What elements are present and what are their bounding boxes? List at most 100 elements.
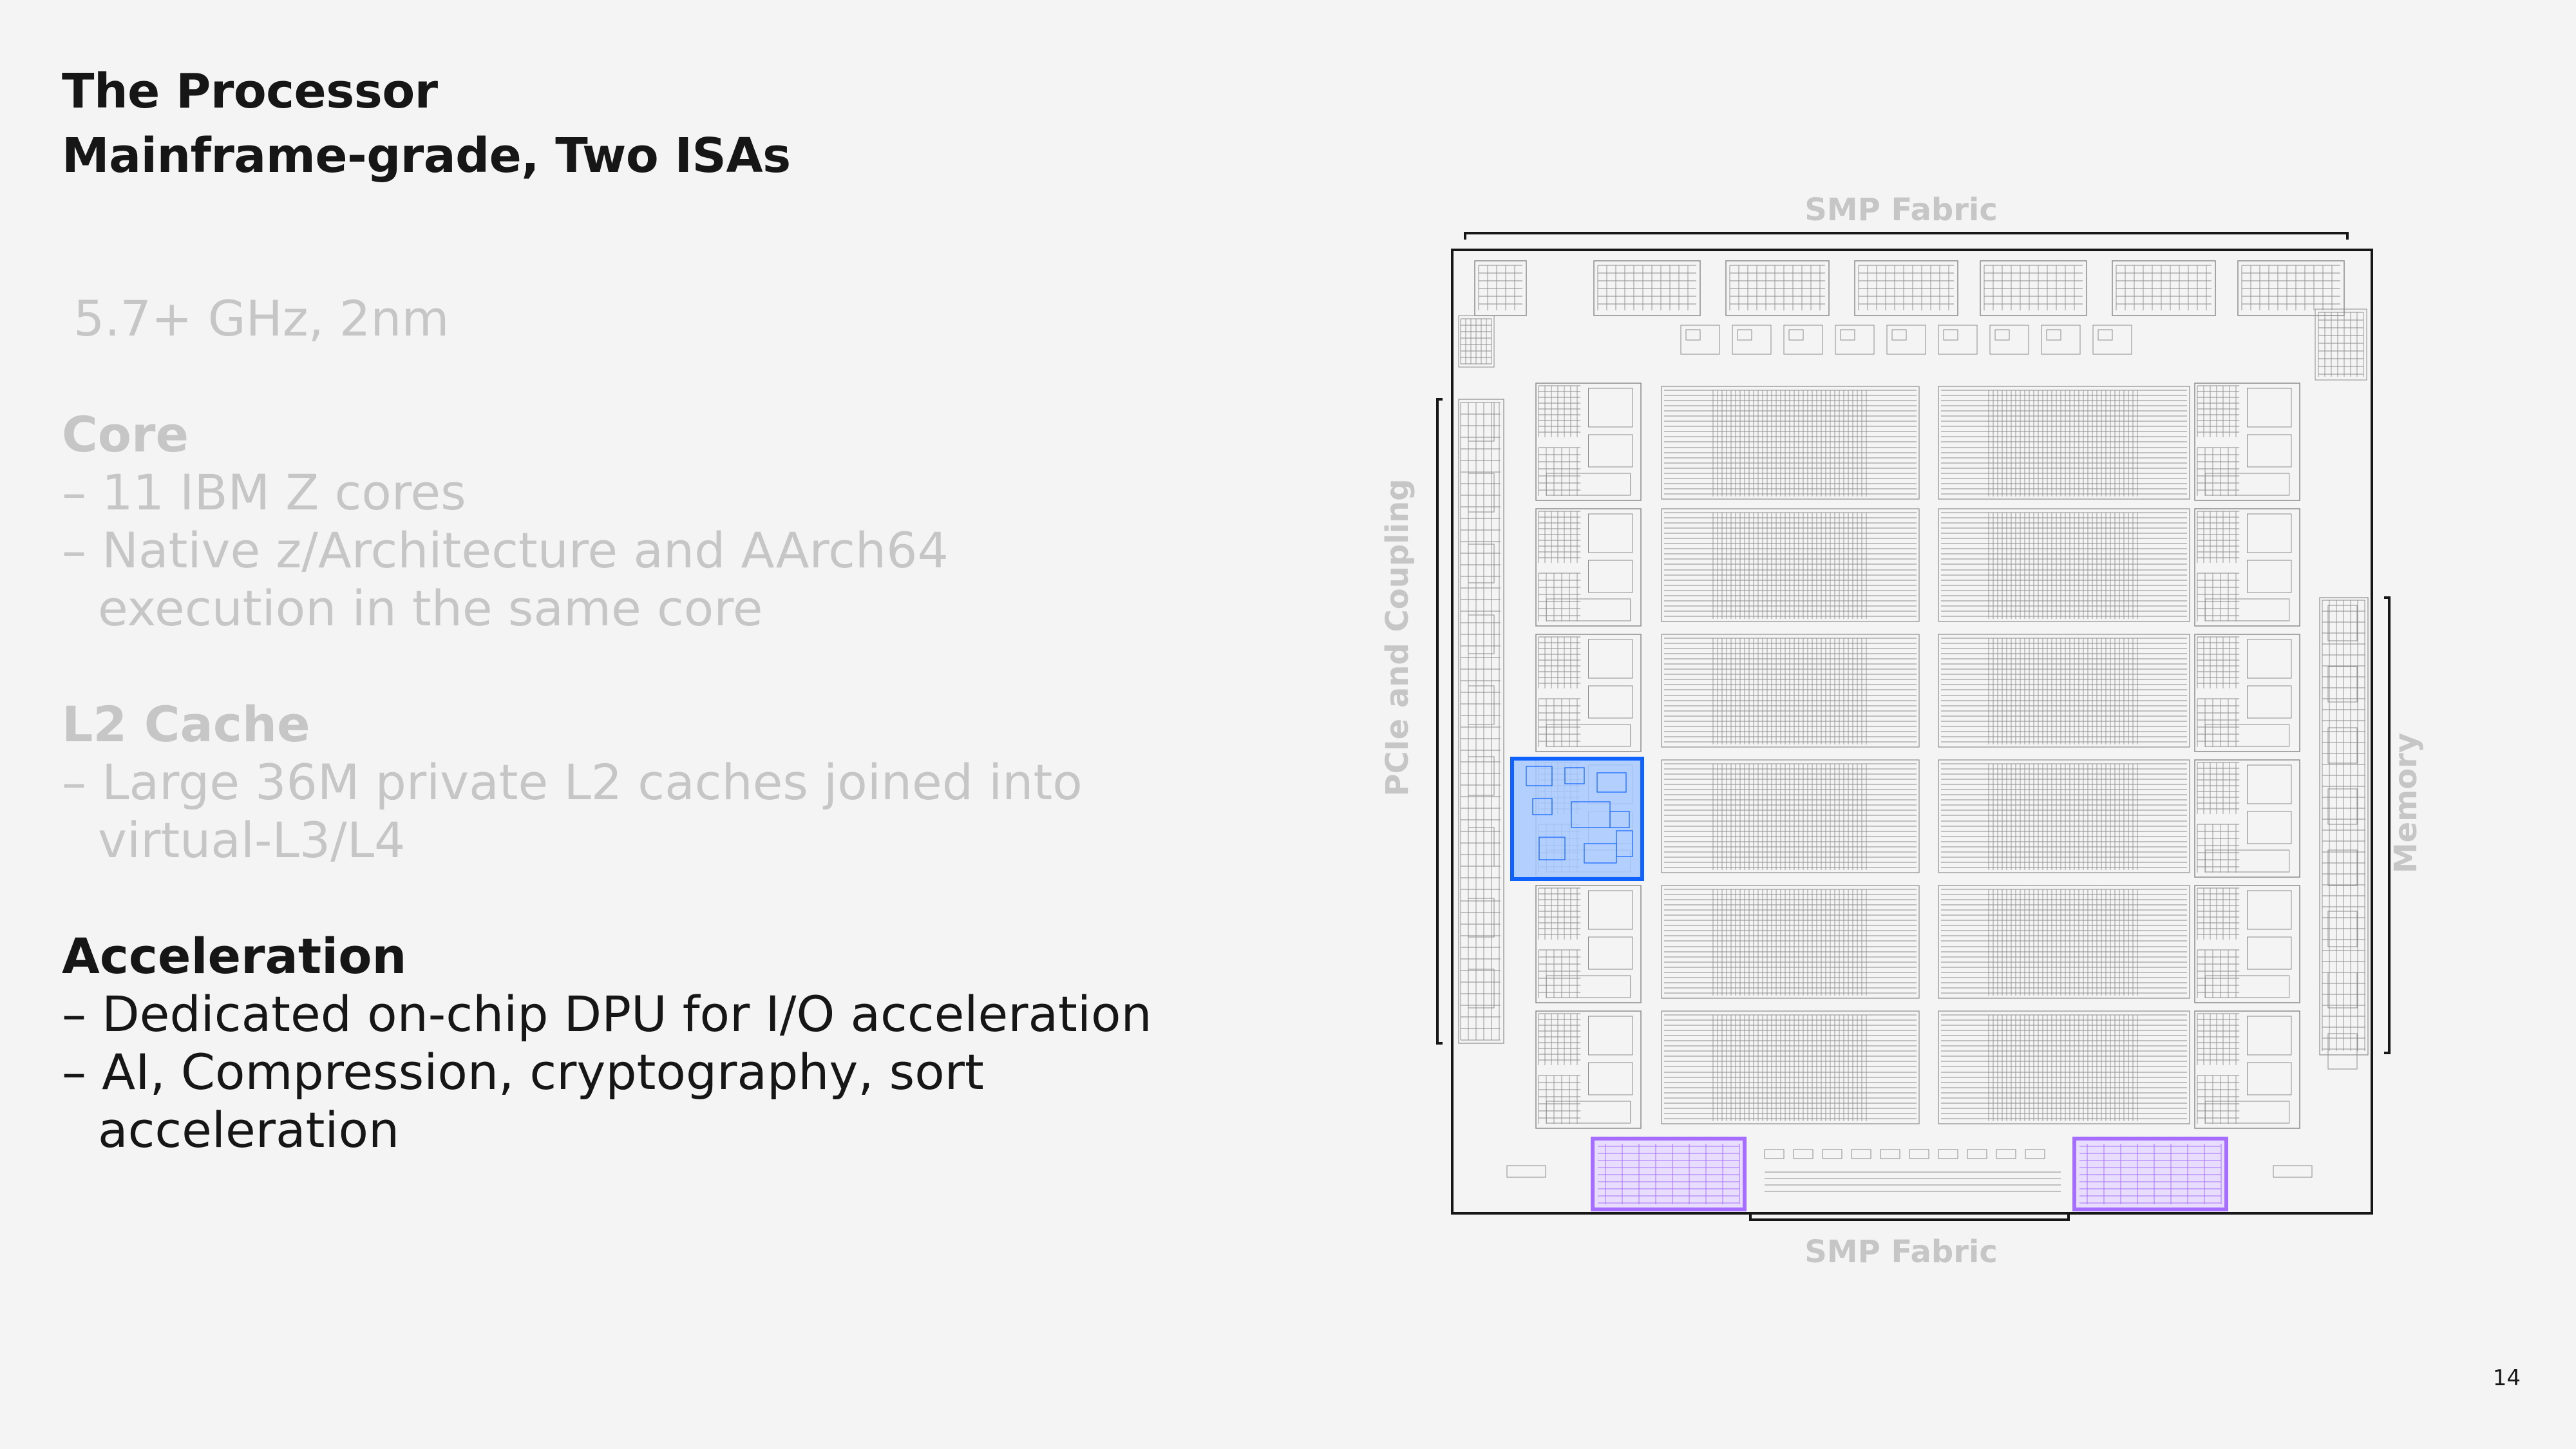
core-block [1535,885,1642,1003]
pcie-unit [1468,898,1495,938]
memory-column [2319,597,2369,1056]
smp-phy-block [1854,260,1958,316]
core-cells [2197,573,2240,616]
cache-rows [1941,820,2187,868]
cache-cols [1988,390,2138,497]
cache-rows [1664,889,1917,942]
cache-rows [1664,1014,1917,1067]
bracket-pcie [1436,398,1443,1045]
bracket-smp-bottom [1749,1213,2070,1221]
core-cells [2197,636,2240,684]
cache-rows [1941,638,2187,690]
title-line-1: The Processor [62,64,438,119]
core-unit [2247,890,2292,930]
memory-unit [2327,911,2358,947]
logic-subblock [1788,329,1804,341]
smp-phy-block [1593,260,1701,316]
accelerator-highlight-right [2072,1137,2228,1211]
smp-phy-block [1980,260,2087,316]
core-cells [1539,385,1581,433]
core-cells [2197,448,2237,496]
core-block [2194,508,2300,627]
core-unit [2247,1062,2292,1095]
l2-cache-array [1938,386,2190,500]
logic-block [1680,325,1720,355]
core-highlight-unit [1616,830,1633,857]
smp-phy-cells [1479,265,1522,305]
core-unit [1588,890,1633,930]
core-cells [2197,1075,2237,1124]
memory-ctrl [2315,308,2367,381]
core-cells [2197,824,2237,873]
cache-cols [1712,764,1867,870]
smp-phy-cells [2116,265,2211,305]
l2-cache-array [1938,634,2190,748]
bullet-item: – Large 36M private L2 caches joined int… [62,753,1083,869]
smp-phy-cells [1729,265,1821,310]
title-line-2: Mainframe-grade, Two ISAs [62,128,791,184]
bullet-item: – AI, Compression, cryptography, sort ac… [62,1043,984,1159]
core-highlight-unit [1609,811,1630,828]
smp-phy-cells [1597,265,1689,310]
l2-cache-array [1661,386,1920,500]
smp-phy-cells [1598,265,1696,305]
smp-phy-cells [1858,265,1949,310]
cache-rows [1941,889,2187,942]
bottom-cell [1996,1149,2016,1159]
core-cells [2197,887,2240,935]
l2-cache-array [1661,1010,1920,1124]
core-unit [1588,936,1633,970]
core-unit [1546,724,1631,747]
core-cells [2197,888,2237,940]
cache-rows [1664,763,1917,816]
core-cells [1539,636,1581,684]
core-cells [1538,888,1578,940]
core-unit [1588,513,1633,553]
accelerator-cells [1598,1144,1740,1204]
core-highlight [1510,757,1644,881]
logic-subblock [1891,329,1907,341]
core-cells [2197,385,2240,433]
memory-unit [2327,849,2358,886]
memory-unit [2327,605,2358,641]
core-unit [1546,473,1631,496]
logic-block [1886,325,1926,355]
memory-ctrl-cells [2318,312,2364,377]
cache-rows [1664,390,1917,442]
smp-phy-cells [2241,265,2333,310]
logic-block [1783,325,1823,355]
cache-rows [1941,447,2187,495]
accelerator-cells [2079,1144,2222,1204]
memory-cells [2322,600,2365,1050]
bottom-cell [1793,1149,1814,1159]
core-block [2194,759,2300,878]
core-unit [2204,598,2290,621]
core-block [2194,1010,2300,1129]
core-block [2194,885,2300,1003]
core-cells [2197,698,2240,742]
core-cells [1538,511,1578,563]
core-unit [1546,598,1631,621]
logic-subblock [1994,329,2010,341]
cache-rows [1664,447,1917,495]
die-outline [1451,249,2373,1215]
bullet-list: 5.7+ GHz, 2nm Core – 11 IBM Z cores – Na… [62,290,1157,1217]
cache-rows [1664,946,1917,994]
core-cells [2197,762,2240,810]
memory-unit [2327,727,2358,764]
core-cells [2197,447,2240,491]
bottom-cell [1938,1149,1958,1159]
l2-cache-array [1938,759,2190,873]
smp-phy-cells [1984,265,2075,310]
core-block [1535,508,1642,627]
smp-phy-cells [1478,265,1515,310]
l2-cache-array [1938,508,2190,622]
logic-block [1938,325,1978,355]
core-cells [2197,386,2237,437]
pcie-unit [1468,402,1495,442]
bottom-cell [1909,1149,1929,1159]
pcie-unit [1468,969,1495,1009]
core-cells [2197,1013,2240,1061]
section-core: Core – 11 IBM Z cores – Native z/Archite… [62,406,1157,638]
core-cells [2197,762,2237,814]
